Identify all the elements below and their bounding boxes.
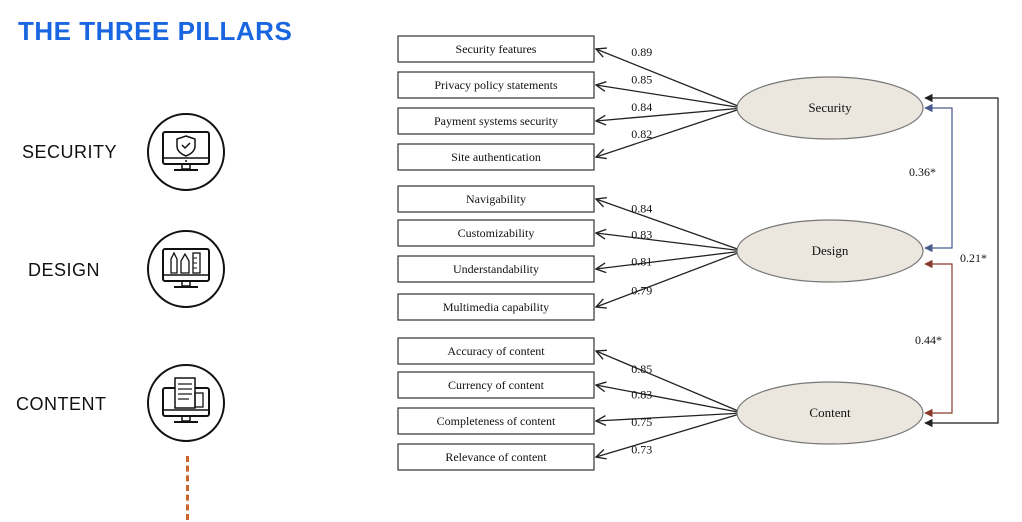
loading-arrow [596, 385, 744, 414]
indicator-box [397, 407, 595, 435]
factor-ellipse-security [736, 76, 924, 140]
indicator-box [397, 293, 595, 321]
indicator-label: Completeness of content [437, 414, 556, 428]
pillar-label-content: CONTENT [16, 394, 107, 414]
timeline-connector [186, 456, 189, 520]
indicator-label: Security features [456, 42, 537, 56]
loading-arrow [596, 412, 744, 457]
pillar-label-design: DESIGN [28, 260, 101, 280]
indicator-label: Privacy policy statements [434, 78, 558, 92]
indicator-box [397, 35, 595, 63]
monitor-shield-icon [147, 113, 225, 191]
loading-value: 0.83 [631, 388, 652, 402]
correlation-arrow [924, 259, 953, 418]
factor-ellipse-design [736, 219, 924, 283]
pillar-label-security: SECURITY [22, 142, 118, 162]
indicator-label: Relevance of content [445, 450, 547, 464]
factor-ellipse-content [736, 381, 924, 445]
loading-value: 0.89 [631, 45, 652, 59]
loading-value: 0.82 [631, 127, 652, 141]
indicator-label: Payment systems security [434, 114, 558, 128]
loading-arrow [596, 107, 744, 121]
indicator-label: Accuracy of content [447, 344, 545, 358]
indicator-box [397, 219, 595, 247]
loading-value: 0.85 [631, 362, 652, 376]
correlation-value: 0.21* [960, 251, 987, 265]
loading-value: 0.84 [631, 100, 652, 114]
loading-arrow [596, 250, 744, 307]
factor-label-content: Content [809, 405, 851, 420]
factor-label-security: Security [808, 100, 852, 115]
indicator-label: Multimedia capability [443, 300, 549, 314]
loading-arrow [596, 351, 744, 414]
loading-arrow [596, 49, 744, 109]
loading-value: 0.73 [631, 442, 652, 456]
correlation-arrow [924, 93, 999, 428]
indicator-label: Currency of content [448, 378, 545, 392]
loading-value: 0.75 [631, 415, 652, 429]
slide-title: THE THREE PILLARS [18, 16, 293, 46]
loading-arrow [596, 199, 744, 252]
correlation-arrow [924, 103, 953, 253]
monitor-documents-icon [147, 364, 225, 442]
indicator-box [397, 107, 595, 135]
indicator-box [397, 371, 595, 399]
correlation-value: 0.36* [909, 165, 936, 179]
indicator-box [397, 255, 595, 283]
loading-value: 0.81 [631, 255, 652, 269]
loading-value: 0.79 [631, 284, 652, 298]
indicator-label: Site authentication [451, 150, 541, 164]
loading-arrow [596, 233, 744, 252]
indicator-box [397, 443, 595, 471]
loading-value: 0.85 [631, 73, 652, 87]
loading-value: 0.83 [631, 227, 652, 241]
indicator-label: Customizability [458, 226, 535, 240]
indicator-label: Navigability [466, 192, 526, 206]
loading-arrow [596, 250, 744, 269]
indicator-label: Understandability [453, 262, 539, 276]
indicator-box [397, 71, 595, 99]
loading-arrow [596, 107, 744, 157]
correlation-value: 0.44* [915, 333, 942, 347]
factor-label-design: Design [812, 243, 849, 258]
indicator-box [397, 143, 595, 171]
loading-arrow [596, 412, 744, 421]
loading-value: 0.84 [631, 201, 652, 215]
monitor-design-tools-icon [147, 230, 225, 308]
indicator-box [397, 185, 595, 213]
indicator-box [397, 337, 595, 365]
loading-arrow [596, 85, 744, 109]
